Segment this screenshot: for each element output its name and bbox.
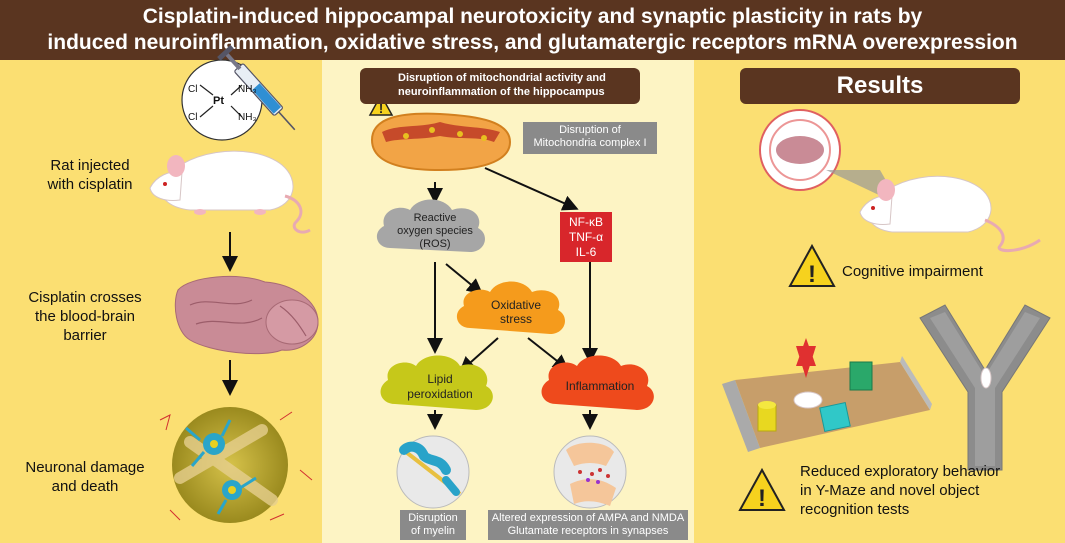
svg-text:!: ! xyxy=(379,101,383,116)
cytokine-nfkb: NF-κB xyxy=(569,215,603,229)
molecule-cl-2: Cl xyxy=(188,112,198,123)
step1-line1: Rat injected xyxy=(50,157,130,174)
title-line-1: Cisplatin-induced hippocampal neurotoxic… xyxy=(142,5,923,28)
step1-line2: with cisplatin xyxy=(47,176,133,193)
title-banner: Cisplatin-induced hippocampal neurotoxic… xyxy=(0,0,1065,60)
rat-brain-target-icon xyxy=(759,109,900,205)
exploratory-line2: in Y-Maze and novel object xyxy=(800,482,980,499)
step3-line1: Neuronal damage xyxy=(25,459,145,476)
cytokines-box: NF-κB TNF-α IL-6 xyxy=(560,212,612,262)
lipid-line2: peroxidation xyxy=(407,387,473,401)
mechanism-header-line1: Disruption of mitochondrial activity and xyxy=(398,72,606,84)
lipid-label: Lipid peroxidation xyxy=(385,372,495,402)
inflammation-label: Inflammation xyxy=(565,379,635,393)
right-panel xyxy=(694,60,1065,543)
ros-line1: Reactive xyxy=(413,212,457,224)
myelin-line1: Disruption xyxy=(408,512,458,524)
synapse-icon xyxy=(553,435,627,509)
mito-label-line1: Disruption of xyxy=(559,124,621,136)
exploratory-behavior-text: Reduced exploratory behavior in Y-Maze a… xyxy=(800,462,1040,519)
lipid-cloud xyxy=(380,355,493,410)
molecule-nh3-2: NH₃ xyxy=(238,112,257,123)
cytokine-il6: IL-6 xyxy=(575,245,597,259)
step2-line3: barrier xyxy=(63,327,107,344)
rat-icon-right xyxy=(859,175,1041,252)
cytokine-tnfa: TNF-α xyxy=(568,230,604,244)
y-maze-icon xyxy=(919,304,1051,471)
step-bbb: Cisplatin crosses the blood-brain barrie… xyxy=(10,288,160,345)
ros-line2: oxygen species xyxy=(397,225,473,237)
synapse-line2: Glutamate receptors in synapses xyxy=(507,525,669,537)
warning-icon-cognitive: ! xyxy=(788,243,836,288)
results-header: Results xyxy=(740,68,1020,104)
exploratory-line3: recognition tests xyxy=(800,501,910,518)
oxidative-line1: Oxidative xyxy=(490,298,542,312)
myelin-label: Disruption of myelin xyxy=(400,510,466,540)
step3-line2: and death xyxy=(51,478,119,495)
cognitive-impairment-text: Cognitive impairment xyxy=(842,263,983,280)
step2-line2: the blood-brain xyxy=(34,308,136,325)
mitochondrion-icon xyxy=(370,112,512,172)
myelin-line2: of myelin xyxy=(410,525,456,537)
step-neuronal-damage: Neuronal damage and death xyxy=(10,458,160,496)
object-arena-icon xyxy=(722,338,932,452)
rat-icon-left xyxy=(149,150,311,234)
molecule-pt: Pt xyxy=(213,95,224,107)
title-line-2: induced neuroinflammation, oxidative str… xyxy=(47,31,1018,54)
synapse-label: Altered expression of AMPA and NMDA Glut… xyxy=(488,510,688,540)
exploratory-line1: Reduced exploratory behavior xyxy=(800,463,1001,480)
mechanism-header-line2: neuroinflammation of the hippocampus xyxy=(398,86,605,98)
neuron-icon xyxy=(159,407,313,523)
molecule-bonds xyxy=(199,84,243,118)
synapse-line1: Altered expression of AMPA and NMDA xyxy=(491,512,685,524)
molecule-cl-1: Cl xyxy=(188,84,198,95)
ros-label: Reactive oxygen species (ROS) xyxy=(385,212,485,251)
inflammation-cloud xyxy=(541,355,654,410)
syringe-icon xyxy=(217,44,296,131)
ros-cloud xyxy=(376,199,485,252)
ros-line3: (ROS) xyxy=(419,238,451,250)
svg-text:!: ! xyxy=(808,261,816,288)
mito-complex-label: Disruption of Mitochondria complex I xyxy=(523,122,657,154)
oxidative-cloud xyxy=(456,281,565,334)
step-rat-injected: Rat injected with cisplatin xyxy=(15,156,165,194)
molecule-nh3-1: NH₃ xyxy=(238,84,257,95)
warning-icon-exploratory: ! xyxy=(738,467,786,512)
oxidative-line2: stress xyxy=(499,312,532,326)
warning-icon-header: ! xyxy=(368,93,394,116)
mito-label-line2: Mitochondria complex I xyxy=(533,137,647,149)
lipid-line1: Lipid xyxy=(427,372,453,386)
mechanism-header: Disruption of mitochondrial activity and… xyxy=(360,68,640,104)
oxidative-label: Oxidative stress xyxy=(466,298,566,326)
myelin-icon xyxy=(396,435,470,509)
brain-icon xyxy=(174,275,319,355)
svg-text:!: ! xyxy=(758,485,766,512)
step2-line1: Cisplatin crosses xyxy=(28,289,142,306)
